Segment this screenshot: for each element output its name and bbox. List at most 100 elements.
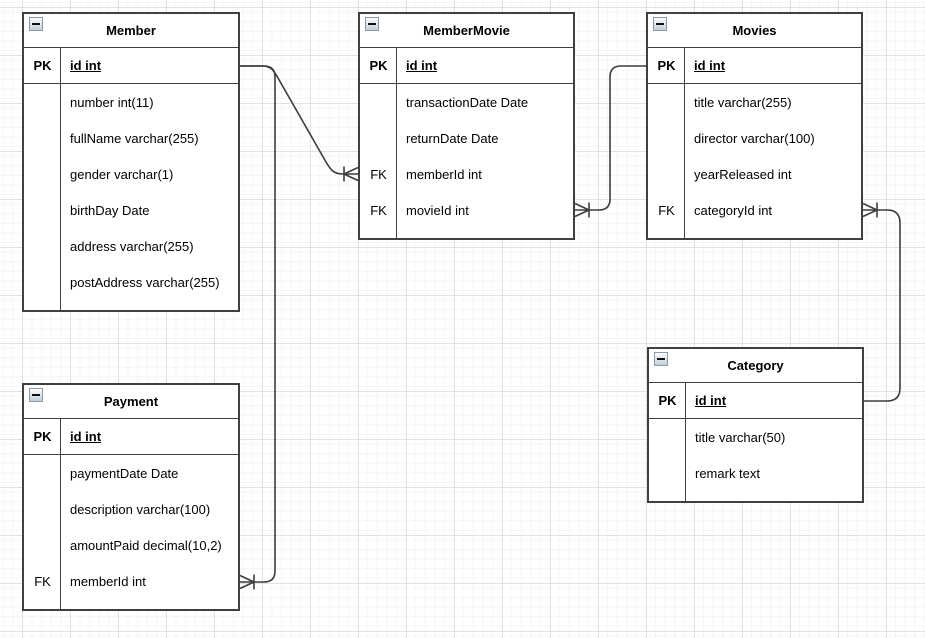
field-cell: yearReleased int xyxy=(694,166,792,182)
field-row[interactable]: paymentDate Date xyxy=(24,455,238,491)
key-cell: FK xyxy=(370,202,387,218)
primary-key-row[interactable]: PK id int xyxy=(24,48,238,84)
field-row[interactable]: title varchar(50) xyxy=(649,419,862,455)
entity-title: Member xyxy=(106,23,156,38)
field-cell: postAddress varchar(255) xyxy=(70,274,220,290)
field-cell: gender varchar(1) xyxy=(70,166,174,182)
field-cell: paymentDate Date xyxy=(70,465,179,481)
field-cell: amountPaid decimal(10,2) xyxy=(70,537,222,553)
field-row[interactable]: FK memberId int xyxy=(360,156,573,192)
key-cell: PK xyxy=(33,58,52,73)
crows-foot-marker xyxy=(862,202,878,218)
field-row[interactable]: remark text xyxy=(649,455,862,491)
edge-path xyxy=(240,65,358,175)
field-cell: id int xyxy=(70,58,102,73)
entity-title: Payment xyxy=(103,394,159,409)
minus-glyph xyxy=(657,358,665,360)
collapse-icon[interactable] xyxy=(365,17,379,31)
field-cell: id int xyxy=(406,58,438,73)
entity-header[interactable]: MemberMovie xyxy=(360,14,573,48)
field-cell: transactionDate Date xyxy=(406,94,529,110)
field-cell: title varchar(50) xyxy=(695,429,786,445)
field-row[interactable]: birthDay Date xyxy=(24,192,238,228)
field-cell: remark text xyxy=(695,465,761,481)
field-cell: title varchar(255) xyxy=(694,94,792,110)
minus-glyph xyxy=(656,23,664,25)
key-cell: FK xyxy=(370,166,387,182)
edge-member-membermovie[interactable] xyxy=(240,65,359,182)
field-row[interactable]: transactionDate Date xyxy=(360,84,573,120)
crows-foot-marker xyxy=(574,202,590,218)
field-cell: id int xyxy=(694,58,726,73)
field-row[interactable]: fullName varchar(255) xyxy=(24,120,238,156)
field-cell: returnDate Date xyxy=(406,130,499,146)
entity-body: PK id int number int(11) fullName varchar(2… xyxy=(24,48,238,310)
collapse-icon[interactable] xyxy=(29,388,43,402)
key-cell: PK xyxy=(369,58,388,73)
minus-glyph xyxy=(368,23,376,25)
edge-category-movies[interactable] xyxy=(862,202,901,402)
minus-glyph xyxy=(32,23,40,25)
key-column-divider xyxy=(396,48,397,238)
edge-member-payment[interactable] xyxy=(239,65,276,590)
field-cell: fullName varchar(255) xyxy=(70,130,199,146)
entity-body: PK id int transactionDate Date returnDate D… xyxy=(360,48,573,238)
field-row[interactable]: gender varchar(1) xyxy=(24,156,238,192)
edge-path xyxy=(240,65,276,583)
field-row[interactable]: director varchar(100) xyxy=(648,120,861,156)
field-row[interactable]: number int(11) xyxy=(24,84,238,120)
field-cell: movieId int xyxy=(406,202,469,218)
entity-title: Movies xyxy=(732,23,777,38)
entity-title: Category xyxy=(727,358,784,373)
primary-key-row[interactable]: PK id int xyxy=(648,48,861,84)
key-cell: PK xyxy=(33,429,52,444)
field-row[interactable]: postAddress varchar(255) xyxy=(24,264,238,300)
field-cell: number int(11) xyxy=(70,94,154,110)
entity-header[interactable]: Category xyxy=(649,349,862,383)
edge-path xyxy=(575,65,646,211)
field-cell: address varchar(255) xyxy=(70,238,194,254)
key-cell: FK xyxy=(34,573,51,589)
key-column-divider xyxy=(685,383,686,501)
field-row[interactable]: title varchar(255) xyxy=(648,84,861,120)
collapse-icon[interactable] xyxy=(29,17,43,31)
crows-foot-marker xyxy=(239,574,255,590)
collapse-icon[interactable] xyxy=(653,17,667,31)
key-cell: FK xyxy=(658,202,675,218)
field-row[interactable]: FK movieId int xyxy=(360,192,573,228)
key-cell: PK xyxy=(657,58,676,73)
collapse-icon[interactable] xyxy=(654,352,668,366)
primary-key-row[interactable]: PK id int xyxy=(360,48,573,84)
field-row[interactable]: description varchar(100) xyxy=(24,491,238,527)
key-column-divider xyxy=(60,48,61,310)
field-row[interactable]: address varchar(255) xyxy=(24,228,238,264)
entity-header[interactable]: Payment xyxy=(24,385,238,419)
field-cell: director varchar(100) xyxy=(694,130,815,146)
edge-movies-membermovie[interactable] xyxy=(574,65,646,218)
field-row[interactable]: returnDate Date xyxy=(360,120,573,156)
entity-title: MemberMovie xyxy=(423,23,510,38)
entity-header[interactable]: Movies xyxy=(648,14,861,48)
field-row[interactable]: amountPaid decimal(10,2) xyxy=(24,527,238,563)
key-column-divider xyxy=(60,419,61,609)
key-cell: PK xyxy=(658,393,677,408)
field-row[interactable]: yearReleased int xyxy=(648,156,861,192)
crows-foot-marker xyxy=(343,166,359,182)
minus-glyph xyxy=(32,394,40,396)
entity-body: PK id int title varchar(255) director varch… xyxy=(648,48,861,238)
field-cell: memberId int xyxy=(406,166,482,182)
key-column-divider xyxy=(684,48,685,238)
entity-header[interactable]: Member xyxy=(24,14,238,48)
